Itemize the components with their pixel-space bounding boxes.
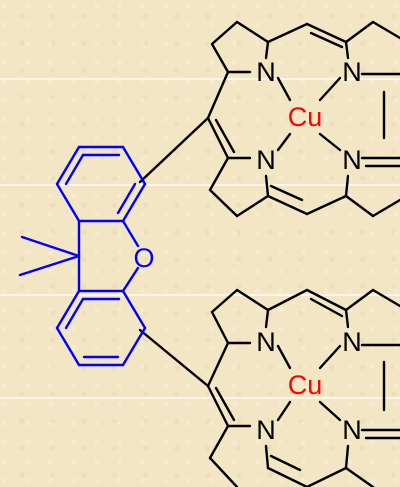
porphyrin-bottom-bonds [206, 288, 400, 487]
xanthene-oxygen: O [133, 243, 154, 273]
porphyrin-top-bonds [206, 20, 400, 218]
porphyrin-bottom: N N N N Cu [206, 288, 400, 487]
linker-bonds [138, 116, 210, 388]
bottom-nitrogen-nw: N [256, 327, 276, 357]
bottom-nitrogen-ne: N [342, 327, 362, 357]
xanthene-bonds [18, 145, 147, 367]
top-nitrogen-se: N [342, 145, 362, 175]
porphyrin-top: N N N N Cu [206, 20, 400, 218]
bottom-nitrogen-se: N [342, 415, 362, 445]
rule-lines [0, 78, 400, 399]
bottom-nitrogen-sw: N [256, 415, 276, 445]
top-nitrogen-ne: N [342, 57, 362, 87]
top-copper: Cu [288, 102, 323, 132]
bottom-copper: Cu [288, 370, 323, 400]
top-nitrogen-nw: N [256, 57, 276, 87]
top-nitrogen-sw: N [256, 145, 276, 175]
xanthene-spacer: O [18, 145, 155, 367]
